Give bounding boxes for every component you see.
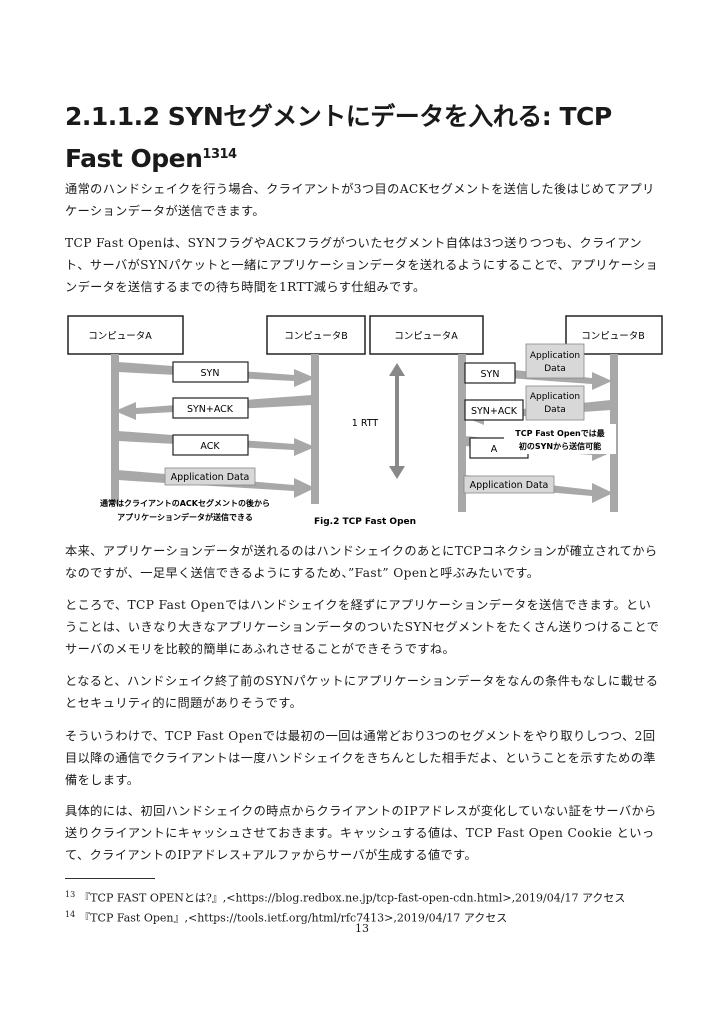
section-heading: 2.1.1.2 SYNセグメントにデータを入れる: TCP Fast Open1… bbox=[65, 96, 665, 180]
right-app-data-1-line-2: Data bbox=[544, 364, 566, 374]
paragraph-4: ところで、TCP Fast Openではハンドシェイクを経ずにアプリケーションデ… bbox=[65, 598, 660, 656]
rtt-arrow-top bbox=[389, 363, 405, 376]
left-syn-label: SYN bbox=[201, 368, 220, 379]
footnote-text: 『TCP Fast Open』,<https://tools.ietf.org/… bbox=[79, 911, 508, 925]
figure-caption: Fig.2 TCP Fast Open bbox=[314, 517, 416, 527]
right-app-data-label: Application Data bbox=[470, 480, 549, 491]
paragraph-7: 具体的には、初回ハンドシェイクの時点からクライアントのIPアドレスが変化していな… bbox=[65, 804, 657, 862]
left-ack-label: ACK bbox=[200, 441, 220, 452]
right-syn-box bbox=[464, 362, 516, 384]
right-computer-a-box bbox=[369, 315, 484, 355]
right-note-line-2: 初のSYNから送信可能 bbox=[519, 441, 601, 451]
page-number: 13 bbox=[355, 922, 369, 935]
left-note-line-2: アプリケーションデータが送信できる bbox=[117, 512, 253, 522]
footnote-divider bbox=[65, 878, 155, 879]
rtt-label: 1 RTT bbox=[352, 418, 379, 429]
right-note-box bbox=[504, 424, 616, 454]
right-app-data-box-3 bbox=[463, 475, 555, 494]
footnote-text: 『TCP FAST OPENとは?』,<https://blog.redbox.… bbox=[79, 891, 626, 905]
left-app-data-label: Application Data bbox=[171, 472, 250, 483]
left-computer-a-label: コンピュータA bbox=[88, 331, 152, 342]
right-syn-label: SYN bbox=[481, 369, 500, 380]
left-computer-b-label: コンピュータB bbox=[284, 331, 348, 342]
left-syn-ack-box bbox=[172, 397, 249, 419]
left-app-data-box bbox=[164, 467, 256, 486]
footnote-13: 13『TCP FAST OPENとは?』,<https://blog.redbo… bbox=[65, 886, 625, 908]
footnote-refs: 1314 bbox=[202, 147, 237, 162]
left-ack-box bbox=[172, 434, 249, 456]
right-syn-ack-label: SYN+ACK bbox=[471, 406, 518, 417]
paragraph-5: となると、ハンドシェイク終了前のSYNパケットにアプリケーションデータをなんの条… bbox=[65, 674, 659, 710]
left-syn-box bbox=[172, 361, 249, 383]
left-server-timeline bbox=[311, 354, 319, 504]
right-client-timeline bbox=[458, 354, 466, 512]
right-app-data-2-line-2: Data bbox=[544, 405, 566, 415]
rtt-arrow-bottom bbox=[389, 466, 405, 479]
footnote-14: 14『TCP Fast Open』,<https://tools.ietf.or… bbox=[65, 906, 507, 928]
right-computer-b-label: コンピュータB bbox=[581, 331, 645, 342]
right-syn-ack-box bbox=[464, 399, 524, 421]
footnote-number: 14 bbox=[65, 910, 76, 919]
right-ack-label: A bbox=[491, 444, 498, 455]
left-computer-b-box bbox=[266, 315, 366, 355]
section-title: 2.1.1.2 SYNセグメントにデータを入れる: TCP Fast Open bbox=[65, 102, 612, 173]
left-note-line-1: 通常はクライアントのACKセグメントの後から bbox=[100, 498, 270, 508]
left-computer-a-box bbox=[67, 315, 184, 355]
paragraph-3: 本来、アプリケーションデータが送れるのはハンドシェイクのあとにTCPコネクション… bbox=[65, 544, 658, 580]
left-client-timeline bbox=[111, 354, 119, 504]
tcp-fast-open-figure: コンピュータA コンピュータB SYN SYN+ACK ACK Applicat… bbox=[67, 315, 663, 527]
footnote-number: 13 bbox=[65, 890, 76, 899]
right-app-data-box-1 bbox=[525, 343, 585, 379]
right-app-data-1-line-1: Application bbox=[530, 351, 580, 361]
right-computer-a-label: コンピュータA bbox=[394, 331, 458, 342]
right-app-data-2-line-1: Application bbox=[530, 392, 580, 402]
left-syn-ack-label: SYN+ACK bbox=[187, 404, 234, 415]
right-note-line-1: TCP Fast Openでは最 bbox=[515, 428, 605, 438]
right-app-data-box-2 bbox=[525, 385, 585, 421]
paragraph-1: 通常のハンドシェイクを行う場合、クライアントが3つ目のACKセグメントを送信した… bbox=[65, 182, 655, 218]
paragraph-6: そういうわけで、TCP Fast Openでは最初の一回は通常どおり3つのセグメ… bbox=[65, 729, 656, 787]
paragraph-2: TCP Fast Openは、SYNフラグやACKフラグがついたセグメント自体は… bbox=[65, 236, 659, 294]
